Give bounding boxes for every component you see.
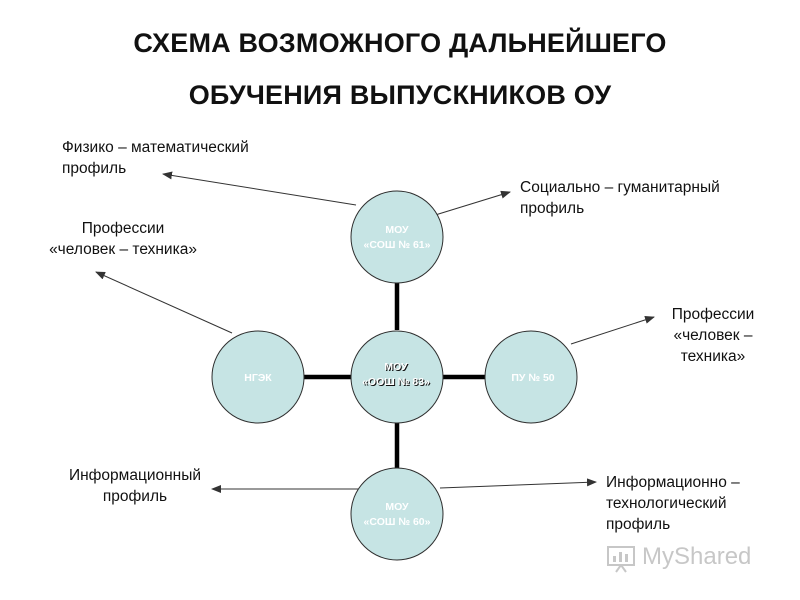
arrow-to-prof-right [570,315,655,345]
watermark-text: MyShared [642,543,752,570]
note-phys-math-line-1: Физико – математический [62,139,249,156]
note-social-hum: Социально – гуманитарный профиль [520,177,720,219]
note-info-line-1: Информационный [68,467,202,484]
note-info-line-2: профиль [102,488,168,505]
node-center-line-2-highlight: «ООШ № 83» [362,376,430,388]
arrow-to-prof-left [95,271,233,334]
arrow-to-social-hum [431,190,511,217]
diagram-title-line-1: СХЕМА ВОЗМОЖНОГО ДАЛЬНЕЙШЕГО [133,28,667,58]
node-left-circle [211,330,305,424]
node-center-line-2: «ООШ № 83» [363,377,431,389]
note-prof-right-line-2: «человек – [673,327,753,344]
note-info-tech-line-1: Информационно – [606,474,740,491]
node-top-circle [350,190,444,284]
node-right-label: ПУ № 50 [511,372,554,384]
note-prof-right: Профессии «человек – техника» [648,304,778,367]
arrow-to-info-tech [439,478,597,489]
note-phys-math-line-2: профиль [62,160,127,177]
note-social-hum-line-1: Социально – гуманитарный [520,179,720,196]
note-prof-right-line-3: техника» [680,348,746,365]
node-right-circle [484,330,578,424]
note-info-tech: Информационно – технологический профиль [606,472,740,535]
arrow-to-phys-math [162,171,357,206]
note-phys-math: Физико – математический профиль [62,137,249,179]
note-info-tech-line-3: профиль [606,516,671,533]
node-center-line-1: МОУ [385,362,409,374]
node-center-circle [350,330,444,424]
note-prof-left-line-2: «человек – техника» [49,241,197,258]
node-top-line-1: МОУ [385,224,409,236]
note-prof-left: Профессии «человек – техника» [18,218,228,260]
note-info-tech-line-2: технологический [606,495,727,512]
node-left-label: НГЭК [244,372,272,384]
node-top-line-2: «СОШ № 61» [364,239,431,251]
node-bottom-line-1: МОУ [385,501,409,513]
note-info: Информационный профиль [40,465,230,507]
presentation-chart-icon [607,546,635,573]
node-center-line-1-highlight: МОУ [384,361,408,373]
node-bottom-line-2: «СОШ № 60» [364,516,431,528]
node-bottom-circle [350,467,444,561]
note-social-hum-line-2: профиль [520,200,585,217]
diagram-title-line-2: ОБУЧЕНИЯ ВЫПУСКНИКОВ ОУ [188,80,612,110]
note-prof-left-line-1: Профессии [81,220,165,237]
note-prof-right-line-1: Профессии [671,306,755,323]
watermark: MyShared [606,540,751,574]
